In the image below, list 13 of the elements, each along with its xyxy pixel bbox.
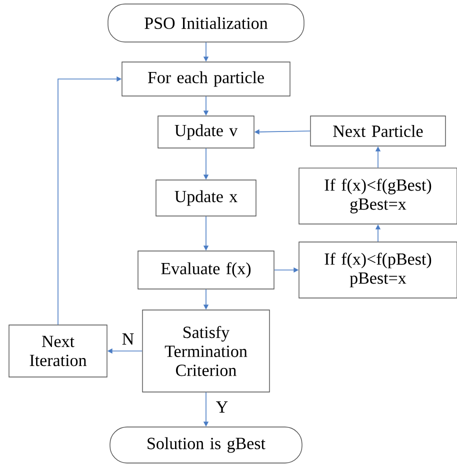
edge-label: N [122,333,134,345]
process-box: If f(x)<f(pBest) pBest=x [298,242,457,298]
process-box: Update v [158,116,254,148]
process-box: For each particle [122,62,290,96]
process-box: If f(x)<f(gBest) gBest=x [298,168,457,224]
process-box: Next Iteration [8,324,108,378]
terminal-box: Solution is gBest [110,426,302,464]
process-box: Satisfy Termination Criterion [142,310,270,392]
process-box: Next Particle [310,116,446,146]
process-box: Evaluate f(x) [138,250,274,290]
process-box: Update x [156,180,256,216]
edge-label: Y [216,401,228,413]
terminal-box: PSO Initialization [108,4,304,42]
